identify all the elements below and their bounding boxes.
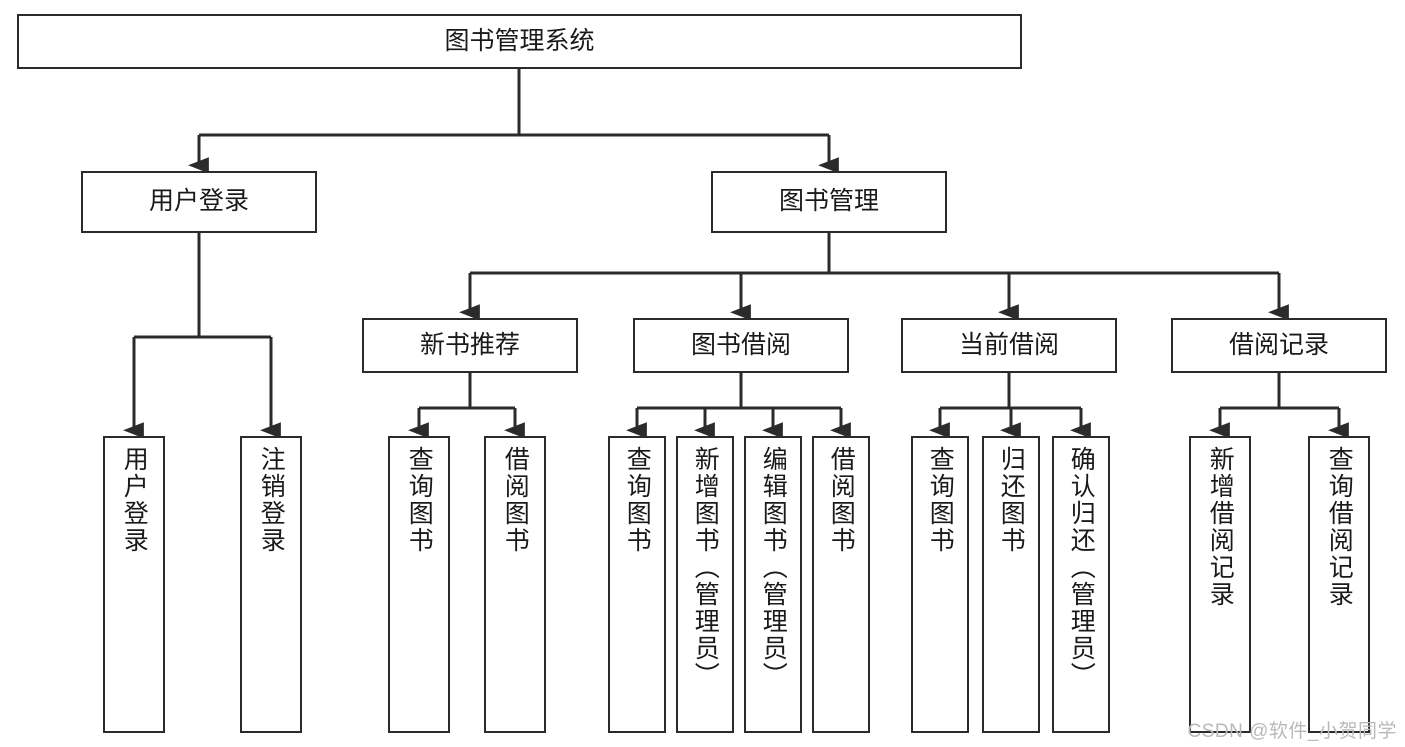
leaf-logout-label: 注销登录 bbox=[257, 446, 286, 554]
leaf-current-query-book[interactable]: 查询图书 bbox=[911, 436, 969, 733]
leaf-edit-book-admin-label: 编辑图书（管理员） bbox=[759, 446, 788, 689]
leaf-recommend-query-book[interactable]: 查询图书 bbox=[388, 436, 450, 733]
node-new-book-recommend-label: 新书推荐 bbox=[419, 330, 520, 359]
leaf-recommend-borrow-book-label: 借阅图书 bbox=[501, 446, 530, 554]
node-borrow-record-label: 借阅记录 bbox=[1228, 330, 1329, 359]
leaf-recommend-borrow-book[interactable]: 借阅图书 bbox=[484, 436, 546, 733]
leaf-query-borrow-record-label: 查询借阅记录 bbox=[1325, 446, 1354, 608]
leaf-current-query-book-label: 查询图书 bbox=[926, 446, 955, 554]
node-borrow-record[interactable]: 借阅记录 bbox=[1171, 318, 1387, 373]
node-user-login-label: 用户登录 bbox=[148, 187, 249, 216]
node-root-system-label: 图书管理系统 bbox=[444, 26, 595, 55]
leaf-add-borrow-record-label: 新增借阅记录 bbox=[1206, 446, 1235, 608]
node-current-borrow[interactable]: 当前借阅 bbox=[901, 318, 1117, 373]
leaf-recommend-query-book-label: 查询图书 bbox=[405, 446, 434, 554]
leaf-return-book-label: 归还图书 bbox=[997, 446, 1026, 554]
leaf-user-login[interactable]: 用户登录 bbox=[103, 436, 165, 733]
leaf-add-book-admin-label: 新增图书（管理员） bbox=[691, 446, 720, 689]
leaf-borrow-query-book-label: 查询图书 bbox=[623, 446, 652, 554]
leaf-add-book-admin[interactable]: 新增图书（管理员） bbox=[676, 436, 734, 733]
leaf-confirm-return-admin[interactable]: 确认归还（管理员） bbox=[1052, 436, 1110, 733]
node-book-management-label: 图书管理 bbox=[778, 187, 879, 216]
leaf-return-book[interactable]: 归还图书 bbox=[982, 436, 1040, 733]
leaf-add-borrow-record[interactable]: 新增借阅记录 bbox=[1189, 436, 1251, 733]
csdn-watermark: CSDN @软件_小贺同学 bbox=[1187, 721, 1397, 742]
node-current-borrow-label: 当前借阅 bbox=[958, 330, 1059, 359]
leaf-edit-book-admin[interactable]: 编辑图书（管理员） bbox=[744, 436, 802, 733]
node-book-management[interactable]: 图书管理 bbox=[711, 171, 947, 233]
leaf-borrow-borrow-book-label: 借阅图书 bbox=[827, 446, 856, 554]
leaf-borrow-borrow-book[interactable]: 借阅图书 bbox=[812, 436, 870, 733]
leaf-borrow-query-book[interactable]: 查询图书 bbox=[608, 436, 666, 733]
leaf-user-login-label: 用户登录 bbox=[120, 446, 149, 554]
node-book-borrow[interactable]: 图书借阅 bbox=[633, 318, 849, 373]
node-book-borrow-label: 图书借阅 bbox=[690, 330, 791, 359]
leaf-logout[interactable]: 注销登录 bbox=[240, 436, 302, 733]
node-user-login[interactable]: 用户登录 bbox=[81, 171, 317, 233]
node-new-book-recommend[interactable]: 新书推荐 bbox=[362, 318, 578, 373]
leaf-query-borrow-record[interactable]: 查询借阅记录 bbox=[1308, 436, 1370, 733]
leaf-confirm-return-admin-label: 确认归还（管理员） bbox=[1067, 446, 1096, 689]
node-root-system[interactable]: 图书管理系统 bbox=[17, 14, 1022, 69]
